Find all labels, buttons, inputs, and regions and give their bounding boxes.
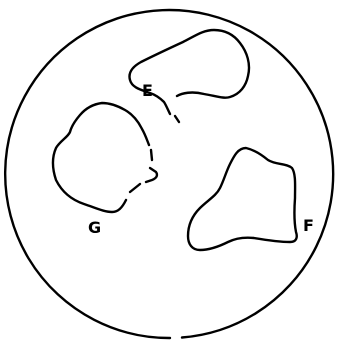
label-g: G bbox=[88, 218, 101, 237]
region-g-dash-2 bbox=[146, 168, 157, 182]
label-f: F bbox=[303, 216, 314, 235]
region-e-outline bbox=[129, 30, 249, 114]
label-e: E bbox=[142, 81, 153, 100]
region-g-outline bbox=[53, 103, 149, 212]
region-e-stub bbox=[175, 116, 179, 122]
region-g-dash-3 bbox=[130, 184, 140, 192]
region-g-dash-1 bbox=[151, 150, 152, 160]
region-f-outline bbox=[188, 148, 297, 250]
